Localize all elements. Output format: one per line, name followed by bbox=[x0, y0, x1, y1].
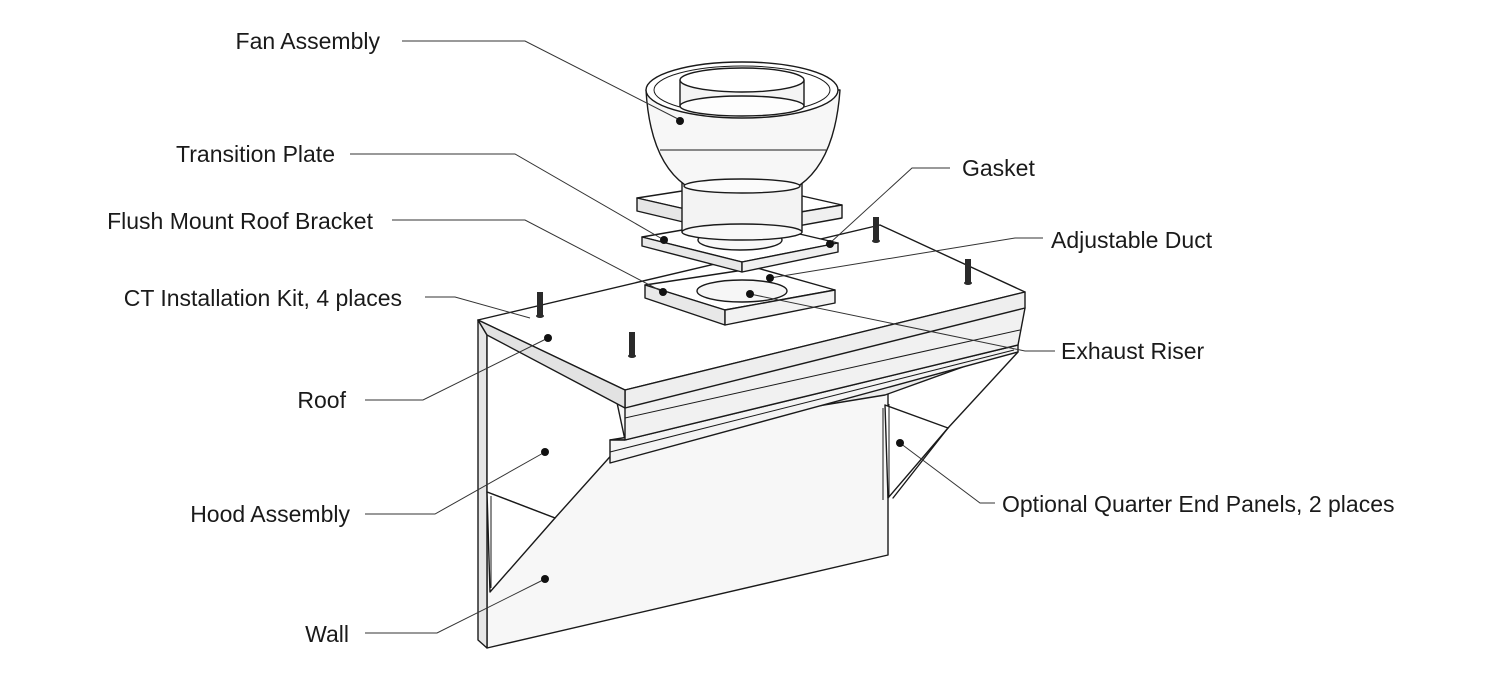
label-ct-installation-kit: CT Installation Kit, 4 places bbox=[124, 285, 402, 311]
ct-installation-kit bbox=[536, 217, 972, 358]
label-fan-assembly: Fan Assembly bbox=[236, 28, 381, 54]
leader-lines bbox=[350, 40, 1055, 634]
callout-labels: Fan Assembly Transition Plate Flush Moun… bbox=[107, 28, 1394, 647]
label-transition-plate: Transition Plate bbox=[176, 141, 335, 167]
label-gasket: Gasket bbox=[962, 155, 1035, 181]
label-wall: Wall bbox=[305, 621, 349, 647]
label-exhaust-riser: Exhaust Riser bbox=[1061, 338, 1205, 364]
flush-mount-roof-bracket bbox=[644, 267, 836, 326]
fan-assembly bbox=[636, 61, 843, 241]
label-roof: Roof bbox=[297, 387, 346, 413]
label-hood-assembly: Hood Assembly bbox=[190, 501, 350, 527]
label-flush-mount-roof-bracket: Flush Mount Roof Bracket bbox=[107, 208, 374, 234]
label-optional-quarter-end-panels: Optional Quarter End Panels, 2 places bbox=[1002, 491, 1395, 517]
label-adjustable-duct: Adjustable Duct bbox=[1051, 227, 1213, 253]
